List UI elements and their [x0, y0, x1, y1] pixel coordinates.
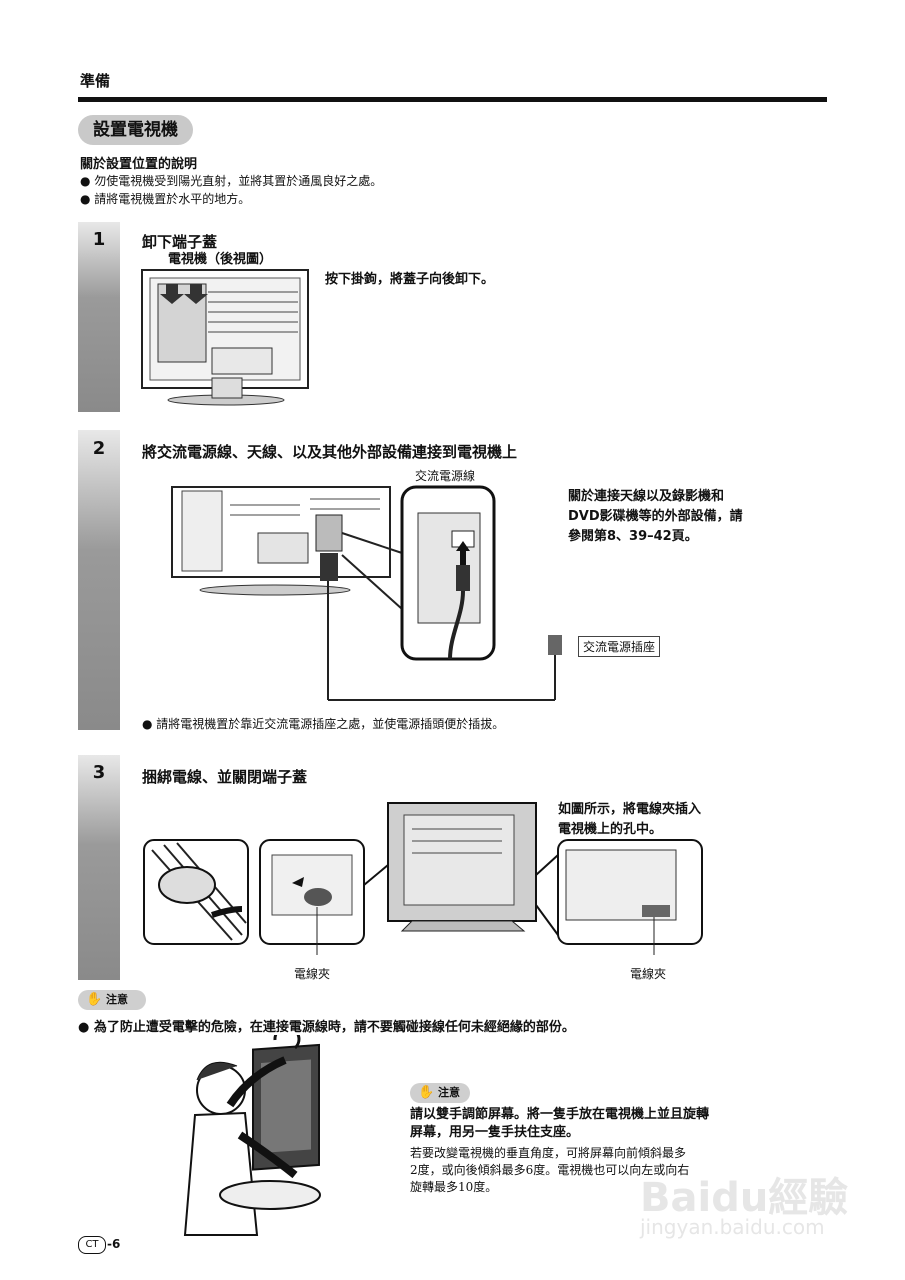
- caution-2-badge: ✋ 注意: [410, 1083, 470, 1103]
- step-2-title: 將交流電源線、天線、以及其他外部設備連接到電視機上: [142, 443, 518, 461]
- watermark-url: jingyan.baidu.com: [640, 1215, 825, 1239]
- clip-label-right: 電線夾: [630, 967, 667, 981]
- caution-badge: ✋ 注意: [78, 990, 146, 1010]
- section-header: 準備: [80, 72, 111, 90]
- about-bullet-1: ● 勿使電視機受到陽光直射，並將其置於通風良好之處。: [80, 174, 383, 188]
- step-3-bar: [78, 755, 120, 980]
- outlet-label: 交流電源插座: [578, 636, 661, 657]
- step-2-bullet-text: 請將電視機置於靠近交流電源插座之處，並使電源插頭便於插拔。: [156, 717, 505, 731]
- step-2-bullet: ● 請將電視機置於靠近交流電源插座之處，並使電源插頭便於插拔。: [142, 717, 505, 731]
- step-2-note-1: 關於連接天線以及錄影機和: [568, 489, 725, 504]
- caution-2-bold-2: 屏幕，用另一隻手扶住支座。: [410, 1125, 580, 1140]
- clip-label-left: 電線夾: [294, 967, 331, 981]
- step-1-bar: [78, 222, 120, 412]
- step-2-note-3: 參閱第8、39–42頁。: [568, 529, 698, 544]
- caution-label: 注意: [106, 993, 128, 1006]
- caution-2-line-3: 旋轉最多10度。: [410, 1180, 498, 1194]
- caution-2-line-1: 若要改變電視機的垂直角度，可將屏幕向前傾斜最多: [410, 1146, 687, 1160]
- caution-2-bold-1: 請以雙手調節屏幕。將一隻手放在電視機上並且旋轉: [410, 1107, 710, 1122]
- tv-rear-illustration: [141, 269, 309, 406]
- step-1-note: 按下掛鉤，將蓋子向後卸下。: [325, 272, 495, 287]
- step-1-number: 1: [92, 229, 106, 250]
- baidu-watermark: Baidu經驗: [640, 1175, 849, 1221]
- step-1-sublabel: 電視機（後視圖）: [168, 252, 273, 267]
- about-heading: 關於設置位置的說明: [80, 157, 198, 172]
- hand-icon: ✋: [86, 992, 103, 1007]
- about-bullet-2-text: 請將電視機置於水平的地方。: [94, 192, 251, 206]
- footer-badge: CT: [78, 1236, 106, 1254]
- header-rule: [78, 97, 827, 102]
- caution-text-body: 為了防止遭受電擊的危險，在連接電源線時，請不要觸碰接線任何未經絕緣的部份。: [93, 1020, 575, 1035]
- power-connection-illustration: [171, 485, 562, 701]
- hand-icon-2: ✋: [418, 1085, 435, 1100]
- step-1-title: 卸下端子蓋: [142, 233, 218, 251]
- cable-clamp-illustration: [143, 802, 703, 955]
- power-cord-label: 交流電源線: [415, 469, 476, 483]
- step-3-title: 捆綁電線、並關閉端子蓋: [142, 768, 308, 786]
- step-2-number: 2: [92, 438, 106, 459]
- about-bullet-1-text: 勿使電視機受到陽光直射，並將其置於通風良好之處。: [94, 174, 383, 188]
- caution-2-label: 注意: [438, 1086, 460, 1099]
- page-number: -6: [107, 1237, 121, 1251]
- caution-text: ● 為了防止遭受電擊的危險，在連接電源線時，請不要觸碰接線任何未經絕緣的部份。: [78, 1020, 575, 1035]
- page-title: 設置電視機: [78, 115, 193, 145]
- step-2-bar: [78, 430, 120, 730]
- step-3-note-1: 如圖所示，將電線夾插入: [558, 802, 702, 817]
- step-2-note-2: DVD影碟機等的外部設備，請: [568, 509, 743, 524]
- caution-2-line-2: 2度，或向後傾斜最多6度。電視機也可以向左或向右: [410, 1163, 690, 1177]
- step-3-note-2: 電視機上的孔中。: [558, 822, 663, 837]
- person-adjusting-tv-illustration: [183, 1035, 321, 1236]
- about-bullet-2: ● 請將電視機置於水平的地方。: [80, 192, 251, 206]
- step-3-number: 3: [92, 762, 106, 783]
